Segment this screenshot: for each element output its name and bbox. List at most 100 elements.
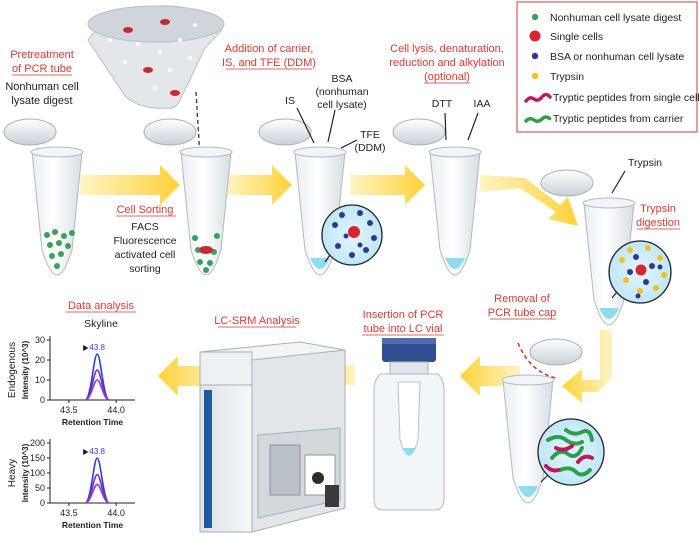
legend-label: Tryptic peptides from single cells: [553, 92, 700, 104]
green-dot-icon: [531, 13, 539, 21]
removed-cap: [529, 338, 583, 366]
y-tick-label: 100: [30, 468, 45, 478]
green-chain-icon: [524, 115, 552, 124]
tube-cap: [143, 118, 197, 146]
bsa-label: (nonhuman: [315, 86, 368, 98]
y-axis-label: Intensity (10^3): [21, 443, 30, 502]
tube-body: [429, 151, 481, 276]
tube-pretreatment: [3, 118, 84, 276]
y-tick-label: 20: [35, 355, 45, 365]
tube-cap: [540, 169, 594, 197]
peak-label: 43.8: [89, 447, 105, 456]
tube-body: [31, 151, 83, 276]
y-tick-label: 0: [40, 498, 45, 508]
y-tick-label: 150: [30, 453, 45, 463]
tube-addition: [258, 107, 383, 276]
row-label: Heavy: [7, 459, 18, 487]
arrow-4: [480, 175, 578, 226]
funnel-rim: [87, 5, 225, 43]
removal-motion: [517, 342, 557, 379]
lcsrm-title: LC-SRM Analysis: [214, 315, 300, 327]
lc-srm-instrument: [199, 341, 346, 533]
skyline-label: Skyline: [84, 318, 118, 330]
lysis-title: Cell lysis, denaturation,: [390, 43, 504, 55]
red-dot-icon: [529, 30, 541, 42]
x-tick-label: 44.0: [107, 405, 125, 415]
data-title: Data analysis: [68, 300, 135, 312]
tube-cap: [392, 118, 446, 146]
tube-body: [180, 151, 232, 276]
lysis-title: (optional): [424, 71, 470, 83]
facs-funnel: [87, 5, 225, 246]
tube-sorting: [143, 118, 233, 276]
y-tick-label: 30: [35, 335, 45, 345]
y-tick-label: 0: [40, 395, 45, 405]
iaa-label: IAA: [474, 98, 491, 110]
addition-title: IS, and TFE (DDM): [222, 57, 316, 69]
arrow-3: [350, 165, 425, 205]
removal-title: Removal of: [494, 293, 551, 305]
x-tick-label: 43.5: [60, 508, 78, 518]
y-tick-label: 10: [35, 375, 45, 385]
dashed-drop-arrow: [195, 91, 206, 241]
pretreatment-title: Pretreatment: [10, 49, 74, 61]
peak-marker-icon: [83, 345, 89, 351]
x-tick-label: 43.5: [60, 405, 78, 415]
flow-arrows: [80, 165, 612, 403]
x-axis-label: Retention Time: [62, 417, 124, 427]
y-tick-label: 50: [35, 483, 45, 493]
arrow-1: [80, 165, 180, 205]
green-cells: [192, 233, 220, 273]
tube-cap: [258, 118, 312, 146]
tube-lysis: [392, 112, 482, 276]
trypsin-label: Trypsin: [628, 157, 662, 169]
tube-digestion: [540, 169, 672, 326]
removal-title: PCR tube cap: [488, 307, 556, 319]
legend: Nonhuman cell lysate digest Single cells…: [516, 1, 700, 133]
bsa-label: BSA: [331, 73, 352, 85]
tfe-label: (DDM): [355, 142, 386, 154]
red-cell: [199, 246, 213, 254]
legend-label: Trypsin: [550, 71, 584, 83]
sorting-title: Cell Sorting: [117, 204, 174, 216]
chromatogram-peak: [84, 473, 110, 504]
y-axis-label: Intensity (10^3): [21, 340, 30, 399]
tube-body: [502, 379, 554, 504]
y-tick-label: 200: [30, 438, 45, 448]
arrow-2: [225, 165, 292, 205]
insertion-title: tube into LC vial: [364, 323, 443, 335]
sorting-desc: Fluorescence: [113, 235, 176, 247]
is-label: IS: [285, 95, 295, 107]
pretreatment-desc: lysate digest: [11, 95, 72, 107]
digestion-title: Trypsin: [640, 203, 676, 215]
chromatogram-peak: [84, 369, 110, 401]
yellow-dot-icon: [531, 72, 539, 80]
funnel-cells: [108, 19, 197, 96]
legend-label: Single cells: [550, 31, 603, 43]
peak-marker-icon: [83, 449, 89, 455]
chromatogram-peak: [84, 457, 111, 504]
green-cells: [44, 229, 75, 269]
peak-label: 43.8: [89, 343, 105, 352]
x-tick-label: 44.0: [107, 508, 125, 518]
arrow-5: [562, 330, 612, 403]
pretreatment-desc: Nonhuman cell: [5, 81, 78, 93]
sorting-desc: sorting: [129, 263, 161, 275]
chromatogram-peak: [84, 379, 110, 401]
tube-removal: [501, 338, 605, 504]
sorting-desc: activated cell: [115, 249, 176, 261]
legend-label: BSA or nonhuman cell lysate: [550, 51, 684, 63]
legend-label: Nonhuman cell lysate digest: [550, 12, 681, 24]
legend-box: [516, 1, 698, 133]
legend-label: Tryptic peptides from carrier: [553, 113, 684, 125]
chromatogram-peak: [84, 483, 110, 504]
step-labels: Pretreatment of PCR tube Nonhuman cell l…: [5, 43, 680, 336]
sorting-desc: FACS: [131, 221, 158, 233]
addition-title: Addition of carrier,: [225, 43, 314, 55]
lc-vial: [373, 338, 445, 511]
bsa-label: cell lysate): [317, 99, 367, 111]
lysis-title: reduction and alkylation: [389, 57, 505, 69]
dtt-label: DTT: [432, 98, 453, 110]
